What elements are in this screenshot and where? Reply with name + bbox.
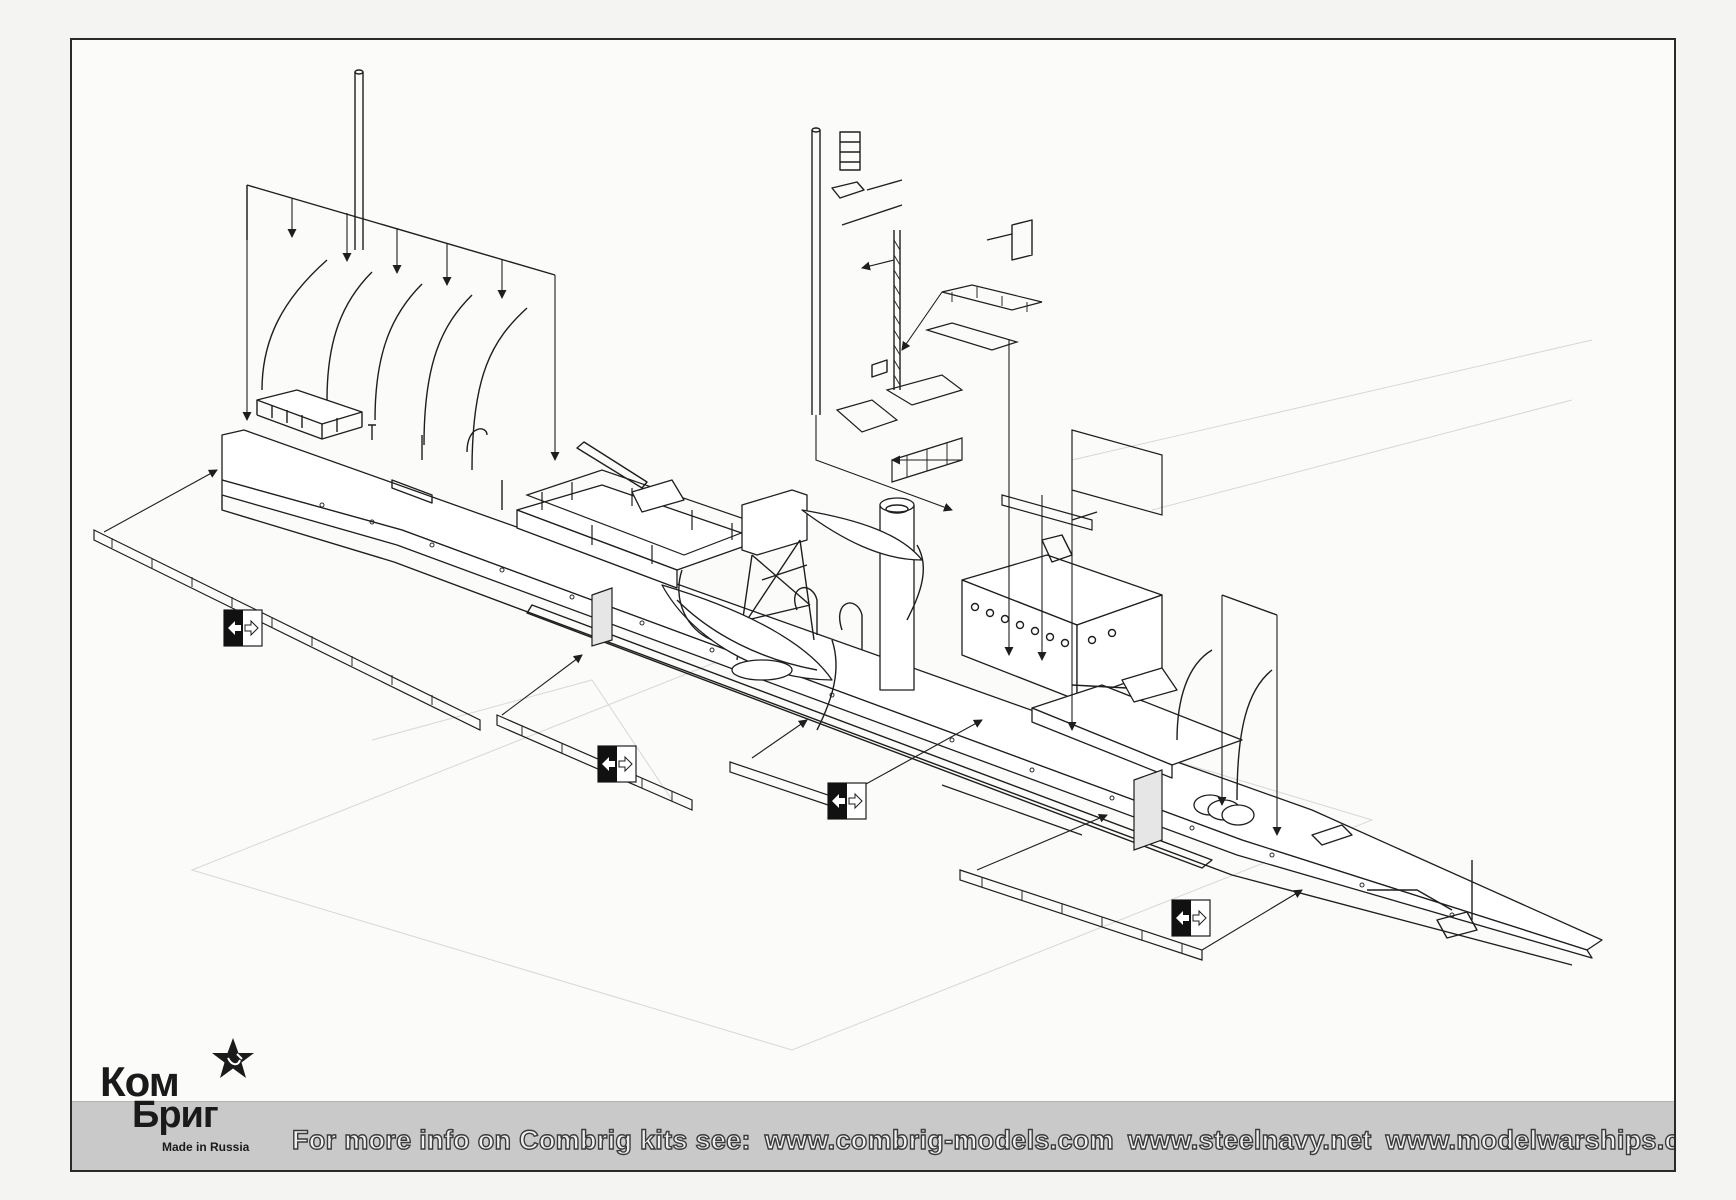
red-star-icon — [212, 1038, 254, 1078]
footer-link-modelwarships[interactable]: www.modelwarships.com — [1385, 1124, 1674, 1155]
aft-frames — [246, 184, 556, 471]
portholes — [319, 502, 1455, 918]
footer-band — [72, 1101, 1674, 1170]
funnel-area — [661, 489, 925, 731]
footer-info: For more info on Combrig kits see: www.co… — [291, 1124, 1674, 1156]
forward-frames — [1176, 594, 1278, 801]
footer-link-steelnavy[interactable]: www.steelnavy.net — [1127, 1124, 1372, 1155]
assembly-arrows — [103, 185, 1303, 951]
ship-assembly-diagram — [93, 69, 1603, 1051]
masts — [354, 69, 903, 415]
combrig-logo: Ком Бриг Made in Russia — [92, 1036, 282, 1156]
logo-tagline: Made in Russia — [162, 1140, 250, 1154]
etched-rails — [93, 529, 1203, 961]
etched-part-direction-icon — [223, 609, 1211, 937]
ghost-print — [190, 339, 1593, 1051]
footer-link-combrig[interactable]: www.combrig-models.com — [764, 1124, 1114, 1155]
bridge-portholes — [970, 602, 1117, 648]
aft-fittings — [256, 389, 503, 510]
footer-info-text: For more info on Combrig kits see: — [291, 1124, 751, 1155]
logo-text-brig: Бриг — [132, 1094, 219, 1136]
bridge-block — [961, 511, 1243, 851]
forecastle-fittings — [1193, 794, 1478, 939]
logo-text-kom: Ком — [100, 1058, 180, 1105]
aft-gun-platform — [516, 441, 764, 647]
drawing-frame: For more info on Combrig kits see: www.co… — [70, 38, 1676, 1172]
bridge-frames — [835, 219, 1163, 531]
